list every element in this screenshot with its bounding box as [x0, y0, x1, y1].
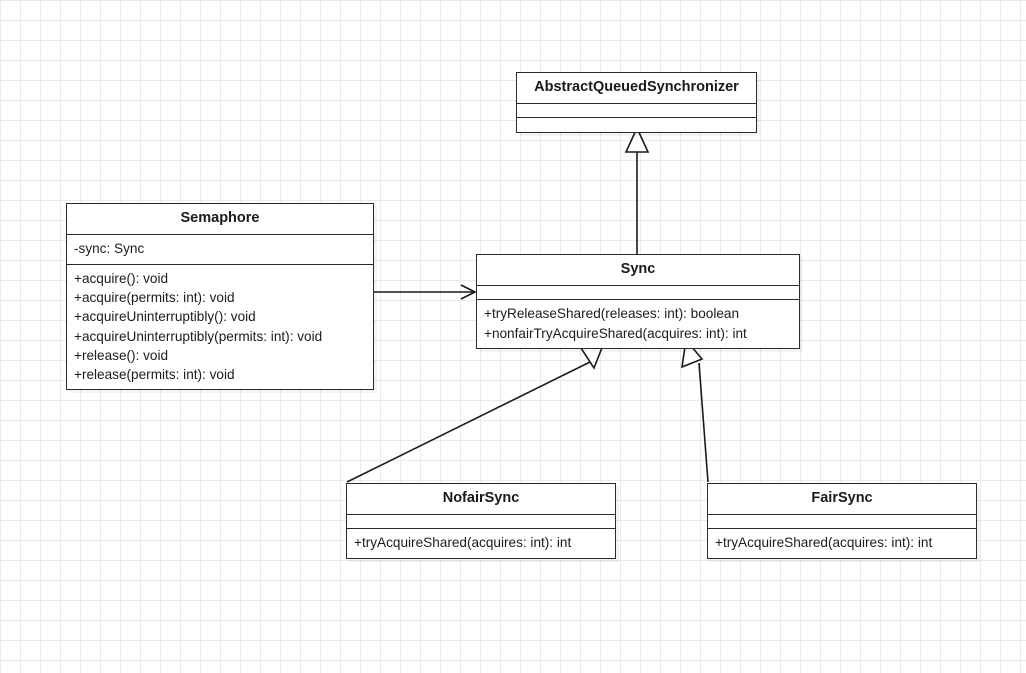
methods-compartment-fairsync: +tryAcquireShared(acquires: int): int	[708, 529, 976, 557]
method-row: +tryReleaseShared(releases: int): boolea…	[484, 306, 740, 322]
method-row: +acquire(): void	[74, 270, 169, 286]
methods-compartment-sync: +tryReleaseShared(releases: int): boolea…	[477, 300, 799, 348]
methods-compartment-nofairsync: +tryAcquireShared(acquires: int): int	[347, 529, 615, 557]
class-box-sync[interactable]: Sync +tryReleaseShared(releases: int): b…	[476, 254, 800, 349]
relation-semaphore-uses-sync[interactable]	[374, 284, 477, 300]
class-box-semaphore[interactable]: Semaphore -sync: Sync +acquire(): void +…	[66, 203, 374, 391]
methods-compartment-semaphore: +acquire(): void +acquire(permits: int):…	[67, 265, 373, 390]
attributes-compartment-nofairsync	[347, 515, 615, 530]
open-arrowhead-icon	[460, 284, 477, 300]
method-row: +acquireUninterruptibly(): void	[74, 309, 256, 325]
method-row: +nonfairTryAcquireShared(acquires: int):…	[484, 325, 747, 341]
method-row: +release(): void	[74, 347, 169, 363]
relation-sync-extends-aqs[interactable]	[624, 126, 650, 254]
method-row: +tryAcquireShared(acquires: int): int	[354, 535, 572, 551]
method-row: +tryAcquireShared(acquires: int): int	[715, 535, 933, 551]
class-box-fairsync[interactable]: FairSync +tryAcquireShared(acquires: int…	[707, 483, 977, 559]
attributes-compartment-sync	[477, 286, 799, 301]
attributes-compartment-semaphore: -sync: Sync	[67, 235, 373, 265]
relation-nofairsync-extends-sync[interactable]	[346, 338, 607, 483]
methods-compartment-abstract-queued-synchronizer	[517, 118, 756, 132]
relation-fairsync-extends-sync[interactable]	[681, 338, 709, 483]
class-name-fairsync: FairSync	[708, 484, 976, 516]
class-box-nofairsync[interactable]: NofairSync +tryAcquireShared(acquires: i…	[346, 483, 616, 559]
method-row: +release(permits: int): void	[74, 367, 235, 383]
class-name-nofairsync: NofairSync	[347, 484, 615, 516]
class-box-abstract-queued-synchronizer[interactable]: AbstractQueuedSynchronizer	[516, 72, 757, 134]
attributes-compartment-abstract-queued-synchronizer	[517, 104, 756, 119]
attributes-compartment-fairsync	[708, 515, 976, 530]
method-row: +acquireUninterruptibly(permits: int): v…	[74, 328, 323, 344]
class-name-semaphore: Semaphore	[67, 204, 373, 236]
class-name-abstract-queued-synchronizer: AbstractQueuedSynchronizer	[517, 73, 756, 105]
class-name-sync: Sync	[477, 255, 799, 287]
method-row: +acquire(permits: int): void	[74, 289, 235, 305]
attribute-row: -sync: Sync	[74, 241, 145, 257]
